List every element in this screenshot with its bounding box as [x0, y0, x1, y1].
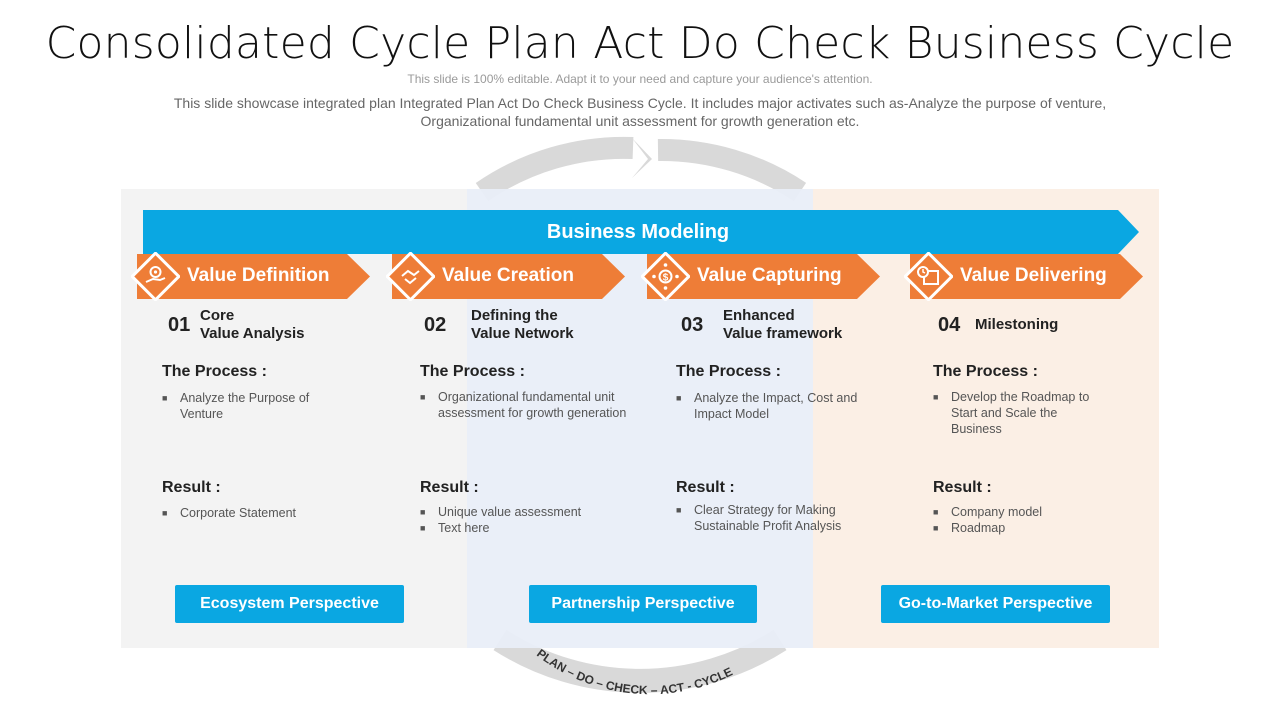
stage-subtitle: Core Value Analysis [200, 307, 305, 342]
business-modeling-label: Business Modeling [546, 221, 730, 243]
process-heading: The Process : [162, 363, 267, 380]
slide-title: Consolidated Cycle Plan Act Do Check Bus… [45, 18, 1235, 69]
editable-tagline: This slide is 100% editable. Adapt it to… [407, 72, 873, 86]
hand-gear-icon [131, 252, 180, 301]
process-heading: The Process : [676, 363, 781, 380]
go-to-market-perspective-box: Go-to-Market Perspective [881, 585, 1110, 623]
process-item: ■Organizational fundamental unit assessm… [420, 390, 627, 420]
business-modeling-arrow [143, 210, 1139, 254]
stage-subtitle: Enhanced Value framework [723, 307, 843, 342]
result-item: ■Unique value assessment [420, 505, 582, 519]
stage-chevron [910, 254, 1143, 299]
result-item: ■Corporate Statement [162, 506, 297, 520]
result-item: ■Roadmap [933, 521, 1006, 535]
process-item: ■Develop the Roadmap to Start and Scale … [933, 390, 1090, 436]
stage-chevron [392, 254, 625, 299]
result-heading: Result : [162, 479, 221, 496]
process-item: ■Analyze the Impact, Cost and Impact Mod… [676, 391, 858, 421]
result-heading: Result : [676, 479, 735, 496]
result-item: ■Company model [933, 505, 1043, 519]
handshake-icon [386, 252, 435, 301]
ecosystem-perspective-box: Ecosystem Perspective [175, 585, 404, 623]
stage-number: 01 [168, 314, 191, 336]
box-clock-icon [904, 252, 953, 301]
stage-label: Value Capturing [697, 265, 842, 286]
stage-number: 02 [424, 314, 447, 336]
result-item: ■Text here [420, 521, 490, 535]
slide-description: This slide showcase integrated plan Inte… [173, 95, 1107, 129]
process-heading: The Process : [933, 363, 1038, 380]
stage-label: Value Delivering [960, 265, 1107, 286]
result-heading: Result : [933, 479, 992, 496]
stage-subtitle: Milestoning [975, 316, 1059, 333]
stage-number: 03 [681, 314, 704, 336]
stage-subtitle: Defining the Value Network [471, 307, 574, 342]
stage-label: Value Creation [442, 265, 574, 286]
stage-chevron [647, 254, 880, 299]
stage-label: Value Definition [187, 265, 330, 286]
dollar-network-icon: $ [641, 252, 690, 301]
partnership-perspective-box: Partnership Perspective [529, 585, 757, 623]
result-heading: Result : [420, 479, 479, 496]
stage-chevron [137, 254, 370, 299]
result-item: ■Clear Strategy for Making Sustainable P… [676, 503, 842, 533]
stage-number: 04 [938, 314, 961, 336]
svg-text:$: $ [663, 273, 669, 284]
process-item: ■Analyze the Purpose of Venture [162, 391, 310, 421]
process-heading: The Process : [420, 363, 525, 380]
